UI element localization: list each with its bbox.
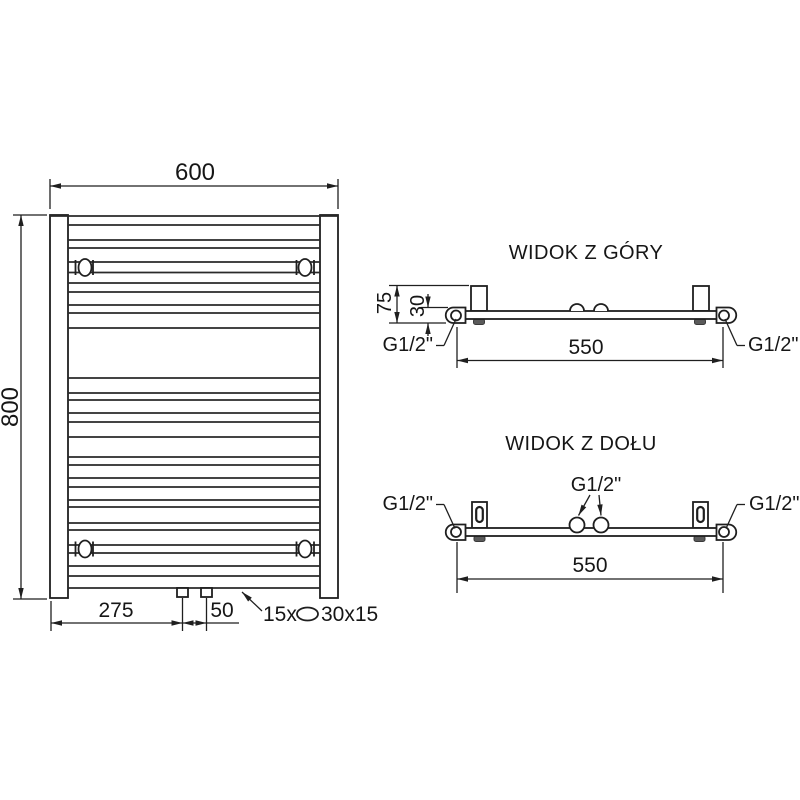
dim-span-label: 550: [572, 554, 607, 577]
bottom-view-title: WIDOK Z DOŁU: [505, 433, 656, 455]
fitting-labels-bottom: G1/2" G1/2": [383, 493, 799, 529]
upper-mount-tube: [68, 258, 320, 277]
tube-profile-note: 15x 30x15: [241, 591, 378, 626]
dim-tube-depth-30: 30: [407, 294, 448, 336]
dim-span-550-bottom: 550: [456, 542, 724, 593]
center-connection-bump: [569, 303, 585, 312]
dim-offset-label: 275: [98, 599, 133, 622]
center-fitting-label: G1/2": [571, 474, 621, 516]
tube-rungs: [68, 224, 320, 589]
radiator-body-top: [464, 310, 718, 320]
radiator-body-bottom: [464, 527, 718, 537]
dim-height-800: 800: [0, 214, 47, 600]
fitting-label-right: G1/2": [749, 493, 799, 515]
dim-span-label: 550: [568, 336, 603, 359]
bottom-connection-stub: [176, 587, 189, 598]
wall-bracket: [470, 285, 488, 312]
fitting-label-left: G1/2": [383, 493, 433, 515]
bottom-view: WIDOK Z DOŁU G1/2" G1/2": [383, 433, 799, 593]
fitting-label-center: G1/2": [571, 474, 621, 496]
fitting-labels-top: G1/2" G1/2": [383, 318, 798, 356]
fitting-bore: [718, 309, 730, 322]
tube-size-label: 30x15: [321, 603, 378, 626]
mount-fitting: [297, 258, 313, 277]
front-view: 600 800 275 50 15x 30x15: [0, 159, 378, 631]
center-connection: [592, 516, 610, 534]
dim-width-label: 600: [175, 159, 215, 186]
wall-bracket: [692, 285, 710, 312]
top-view-title: WIDOK Z GÓRY: [509, 241, 663, 264]
dim-tube-depth-label: 30: [407, 295, 429, 317]
bracket-slot: [475, 505, 484, 524]
bracket-slot: [696, 505, 705, 524]
right-collector: [319, 214, 339, 599]
dim-depth-75: 75: [374, 284, 469, 324]
dim-height-label: 800: [0, 387, 24, 427]
center-connection-bump: [593, 303, 609, 312]
mount-fitting: [77, 258, 93, 277]
bottom-connection-stub: [200, 587, 213, 598]
mount-fitting: [297, 539, 313, 559]
oval-profile-icon: [296, 606, 319, 622]
tube-count-label: 15x: [263, 603, 297, 626]
top-view: WIDOK Z GÓRY 75 30: [374, 241, 798, 368]
center-connection: [568, 516, 586, 534]
lower-mount-tube: [68, 539, 320, 559]
dim-width-600: 600: [49, 159, 339, 209]
fitting-label-right: G1/2": [748, 334, 798, 356]
fitting-label-left: G1/2": [383, 334, 433, 356]
dim-span-550-top: 550: [456, 327, 724, 368]
dim-spacing-label: 50: [210, 599, 233, 622]
left-collector: [49, 214, 69, 599]
fitting-bore: [450, 526, 462, 538]
dim-bottom-connections: 275 50: [50, 598, 239, 631]
fitting-bore: [718, 526, 730, 538]
dim-depth-label: 75: [374, 292, 396, 314]
mount-fitting: [77, 539, 93, 559]
